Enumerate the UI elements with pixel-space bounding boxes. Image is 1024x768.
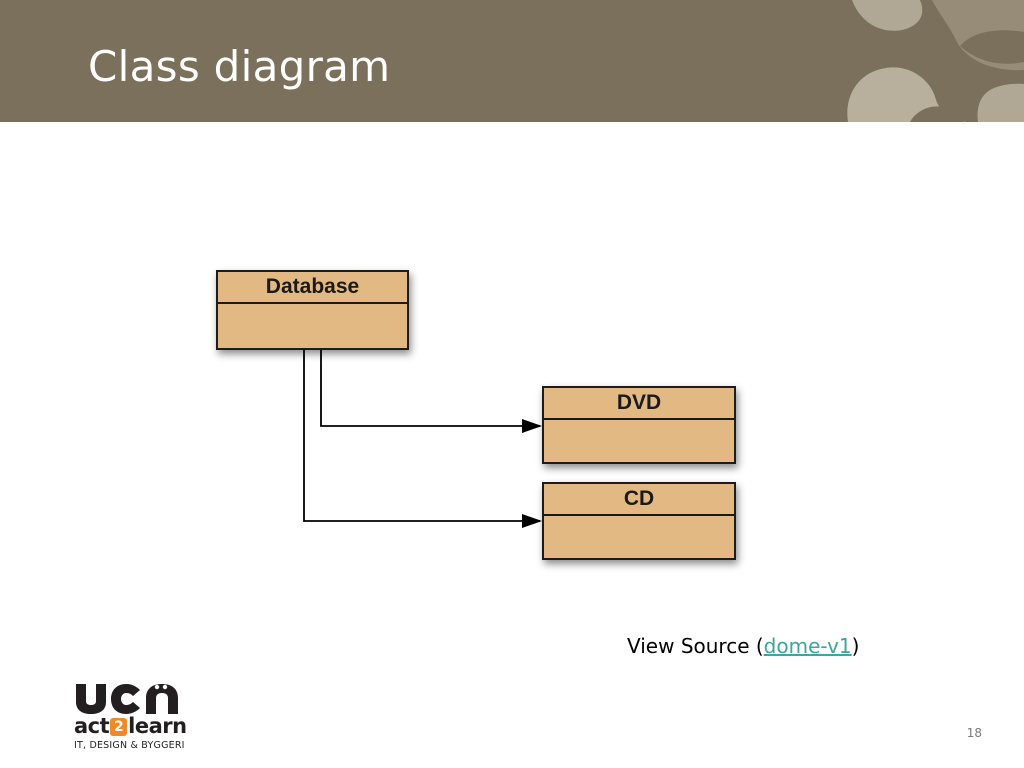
view-source-prefix: View Source ( <box>627 634 764 658</box>
class-box-dvd: DVD <box>542 386 736 464</box>
slide-header: Class diagram <box>0 0 1024 122</box>
association-line-cd <box>303 350 542 528</box>
association-line-dvd <box>320 350 542 433</box>
ucn-wordmark <box>76 684 178 714</box>
slide-title: Class diagram <box>88 42 391 91</box>
decorative-shapes <box>847 0 1024 122</box>
class-diagram: Database DVD CD <box>216 270 736 560</box>
class-name-cd: CD <box>624 487 654 510</box>
logo-act-badge: 2 <box>110 718 128 736</box>
class-name-database: Database <box>266 275 359 298</box>
page-number: 18 <box>966 726 982 740</box>
class-box-database: Database <box>216 270 409 350</box>
view-source-link[interactable]: dome-v1 <box>763 634 852 658</box>
logo-act-part2: learn <box>128 714 187 738</box>
logo-subtitle: IT, DESIGN & BYGGERI <box>74 740 185 751</box>
view-source-suffix: ) <box>851 634 860 658</box>
class-name-dvd: DVD <box>617 391 661 414</box>
view-source-note: View Source (dome-v1) <box>627 634 859 658</box>
logo-act-part1: act <box>74 714 110 738</box>
class-box-cd: CD <box>542 482 736 560</box>
